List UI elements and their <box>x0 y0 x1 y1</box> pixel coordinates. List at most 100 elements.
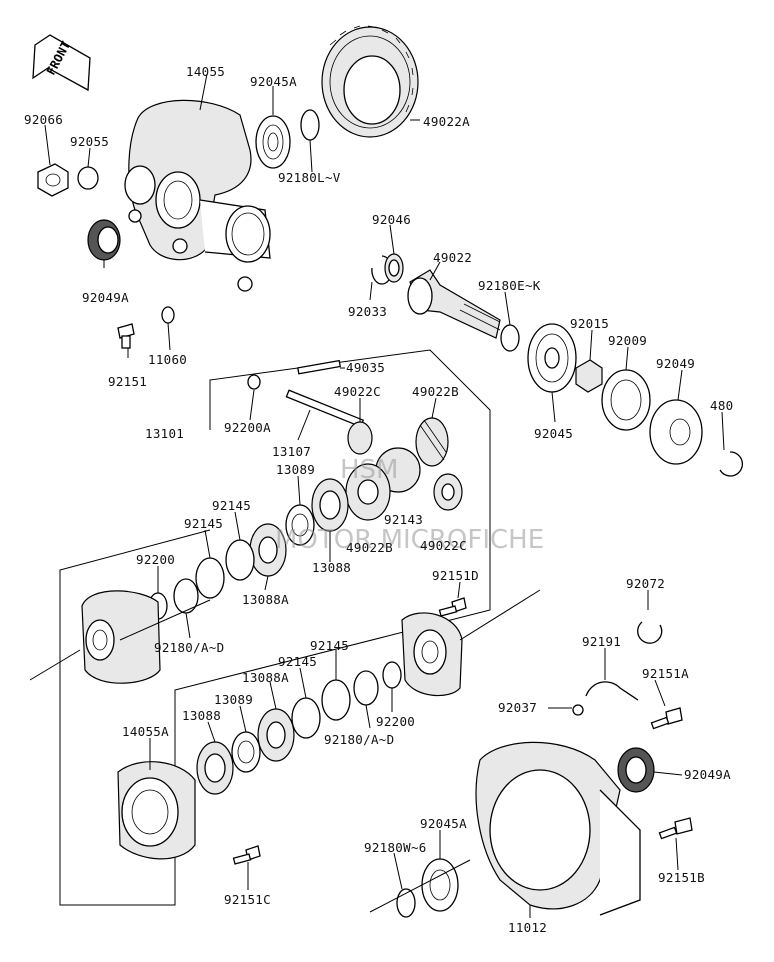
label-49022B-top: 49022B <box>412 384 459 399</box>
bolt-92151-top <box>117 323 135 349</box>
label-49022C-mid: 49022C <box>420 538 467 553</box>
label-49022A: 49022A <box>423 114 470 129</box>
washer-92145-c <box>321 679 351 721</box>
washer-92200-lower <box>382 661 402 689</box>
label-92151C: 92151C <box>224 892 271 907</box>
seal-92049 <box>649 399 703 465</box>
label-92151D: 92151D <box>432 568 479 583</box>
nut-92015 <box>575 359 603 393</box>
label-92180W-6: 92180W~6 <box>364 840 427 855</box>
plate-13089-lower <box>231 731 261 773</box>
label-92145-d: 92145 <box>278 654 317 669</box>
label-49022B-mid: 49022B <box>346 540 393 555</box>
label-92180E-K: 92180E~K <box>478 278 541 293</box>
label-13107: 13107 <box>272 444 311 459</box>
seal-92049A-lower <box>617 747 655 793</box>
leader-lines <box>44 73 725 918</box>
label-13088-bot: 13088 <box>182 708 221 723</box>
side-gear-49022B-upper <box>415 417 449 467</box>
bolt-92151C <box>232 845 261 865</box>
label-11012: 11012 <box>508 920 547 935</box>
washer-11060 <box>161 306 175 324</box>
label-92200-top: 92200 <box>136 552 175 567</box>
label-13088-top: 13088 <box>312 560 351 575</box>
housing-14055 <box>124 99 271 292</box>
label-13089-top: 13089 <box>276 462 315 477</box>
needle-bearing-92046 <box>384 253 404 283</box>
clip-92072 <box>637 621 663 644</box>
label-11060: 11060 <box>148 352 187 367</box>
label-92045: 92045 <box>534 426 573 441</box>
hose-92191 <box>585 681 639 701</box>
circlip-480 <box>719 451 744 477</box>
plate-13088A-lower <box>257 708 295 762</box>
pin-49035 <box>297 359 341 375</box>
label-92049A-top: 92049A <box>82 290 129 305</box>
label-92055: 92055 <box>70 134 109 149</box>
label-13088A-top: 13088A <box>242 592 289 607</box>
plate-13088-lower <box>196 741 234 795</box>
shim-92180A-D-upper <box>173 578 199 614</box>
label-92200-bot: 92200 <box>376 714 415 729</box>
label-92009: 92009 <box>608 333 647 348</box>
clamp-92037 <box>572 704 584 716</box>
label-92151-top: 92151 <box>108 374 147 389</box>
label-92045A-top: 92045A <box>250 74 297 89</box>
label-92180A-D-bot: 92180/A~D <box>324 732 394 747</box>
cover-11012 <box>475 741 641 916</box>
label-92033: 92033 <box>348 304 387 319</box>
bolt-92151B <box>658 817 693 840</box>
washer-92200A <box>247 374 261 390</box>
collar-92009 <box>601 369 651 431</box>
label-13088A-bot: 13088A <box>242 670 289 685</box>
shim-92180A-D-lower <box>353 670 379 706</box>
plate-13088-upper <box>311 478 349 532</box>
label-92072: 92072 <box>626 576 665 591</box>
washer-92145-d <box>291 697 321 739</box>
label-92145-b: 92145 <box>184 516 223 531</box>
label-92045A-bot: 92045A <box>420 816 467 831</box>
washer-92145-b <box>195 557 225 599</box>
label-49022C-top: 49022C <box>334 384 381 399</box>
label-92180L-V: 92180L~V <box>278 170 341 185</box>
case-half-left <box>29 590 211 684</box>
housing-14055A <box>117 761 196 860</box>
o-ring-92055 <box>77 166 99 190</box>
label-92049A-bot: 92049A <box>684 767 731 782</box>
case-half-right <box>401 589 541 697</box>
label-92037: 92037 <box>498 700 537 715</box>
label-92200A: 92200A <box>224 420 271 435</box>
label-92143: 92143 <box>384 512 423 527</box>
plate-13088A-upper <box>249 523 287 577</box>
plug-92066 <box>37 163 69 197</box>
label-92180A-D-top: 92180/A~D <box>154 640 224 655</box>
label-92066: 92066 <box>24 112 63 127</box>
label-49035: 49035 <box>346 360 385 375</box>
side-gear-49022C-upper <box>347 421 373 455</box>
ring-gear-49022A <box>321 25 419 138</box>
label-14055: 14055 <box>186 64 225 79</box>
label-14055A: 14055A <box>122 724 169 739</box>
label-92046: 92046 <box>372 212 411 227</box>
shim-92180L-V <box>300 109 320 141</box>
differential-center-gears <box>345 447 463 521</box>
pinion-gear-49022 <box>407 269 501 339</box>
label-480: 480 <box>710 398 733 413</box>
bearing-92045A-top <box>255 115 291 169</box>
bolt-92151D <box>438 597 467 617</box>
label-92015: 92015 <box>570 316 609 331</box>
front-arrow-badge: FRONT <box>32 34 91 92</box>
label-92145-c: 92145 <box>310 638 349 653</box>
shim-92180E-K <box>500 324 520 352</box>
part-labels: 14055 92045A 49022A 92066 92055 92180L~V… <box>24 64 733 935</box>
label-92191: 92191 <box>582 634 621 649</box>
washer-92145-a <box>225 539 255 581</box>
label-13101: 13101 <box>145 426 184 441</box>
label-92151B: 92151B <box>658 870 705 885</box>
bolt-92151A <box>650 707 683 730</box>
bearing-92045 <box>527 323 577 393</box>
label-92049: 92049 <box>656 356 695 371</box>
label-92145-a: 92145 <box>212 498 251 513</box>
watermark-line2: MOTOR MICROFICHE <box>275 525 544 555</box>
